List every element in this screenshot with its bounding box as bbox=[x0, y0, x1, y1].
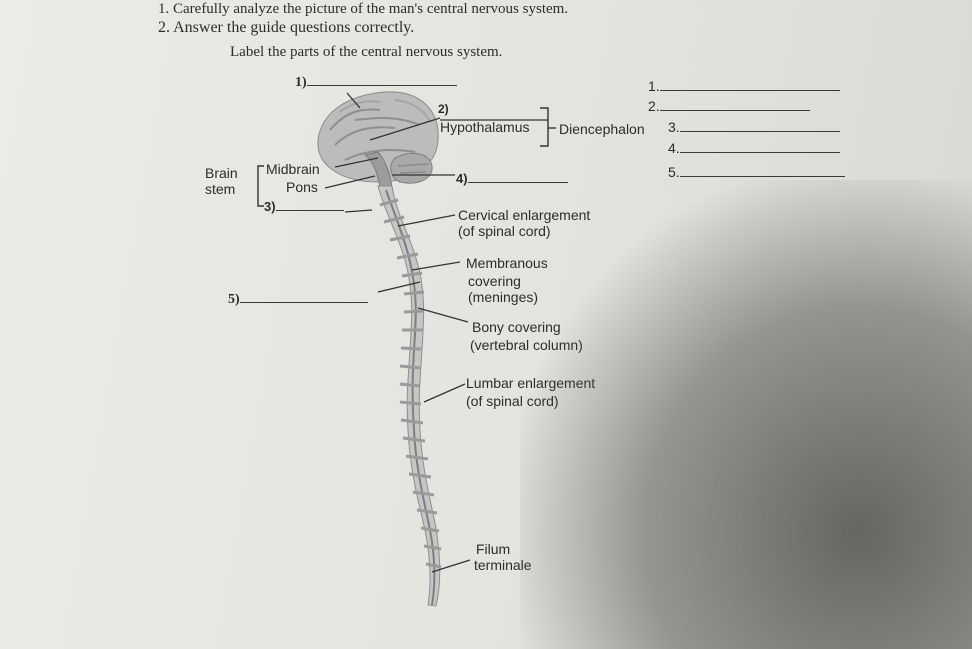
label-5: 5) bbox=[228, 290, 368, 307]
label-midbrain: Midbrain bbox=[266, 161, 320, 177]
label-membranous-2: covering bbox=[468, 273, 521, 289]
answer-item: 5. bbox=[668, 164, 845, 179]
label-pons: Pons bbox=[286, 179, 318, 195]
label-membranous-1: Membranous bbox=[466, 255, 548, 271]
label-1: 1) bbox=[295, 73, 457, 90]
label-2-number: 2) bbox=[438, 102, 449, 116]
answer-item: 2. bbox=[648, 98, 810, 113]
label-3-blank[interactable] bbox=[275, 198, 344, 211]
worksheet-title: Label the parts of the central nervous s… bbox=[230, 44, 503, 60]
label-4-blank[interactable] bbox=[467, 170, 568, 183]
label-membranous-3: (meninges) bbox=[468, 289, 539, 305]
label-cervical-1: Cervical enlargement bbox=[458, 207, 591, 223]
label-lumbar-1: Lumbar enlargement bbox=[466, 375, 596, 391]
label-brain-stem-2: stem bbox=[205, 181, 236, 197]
answer-item: 1. bbox=[648, 78, 840, 93]
answer-blank[interactable] bbox=[659, 98, 810, 111]
label-5-blank[interactable] bbox=[239, 290, 368, 303]
instruction-step-1: 1. Carefully analyze the picture of the … bbox=[158, 1, 569, 17]
answer-blank[interactable] bbox=[679, 140, 840, 153]
answer-blank[interactable] bbox=[679, 119, 840, 132]
label-bony-1: Bony covering bbox=[472, 319, 561, 335]
label-4: 4) bbox=[456, 170, 568, 185]
leader-lines bbox=[324, 92, 548, 573]
label-hypothalamus: Hypothalamus bbox=[440, 119, 530, 135]
label-cervical-2: (of spinal cord) bbox=[458, 223, 551, 239]
label-filum-1: Filum bbox=[476, 541, 511, 557]
answer-item: 4. bbox=[668, 140, 840, 155]
spinal-column-illustration bbox=[377, 185, 442, 607]
answer-blank[interactable] bbox=[659, 78, 840, 91]
answer-item: 3. bbox=[668, 119, 840, 134]
brain-illustration bbox=[317, 91, 439, 189]
label-bony-2: (vertebral column) bbox=[470, 337, 583, 353]
instruction-step-2: 2. Answer the guide questions correctly. bbox=[158, 19, 415, 36]
label-diencephalon: Diencephalon bbox=[559, 121, 645, 137]
brackets bbox=[257, 107, 556, 207]
label-brain-stem-1: Brain bbox=[205, 165, 238, 181]
label-3: 3) bbox=[264, 198, 344, 213]
label-filum-2: terminale bbox=[474, 557, 532, 573]
label-lumbar-2: (of spinal cord) bbox=[466, 393, 559, 409]
label-1-blank[interactable] bbox=[306, 73, 457, 86]
answer-blank[interactable] bbox=[679, 164, 845, 177]
